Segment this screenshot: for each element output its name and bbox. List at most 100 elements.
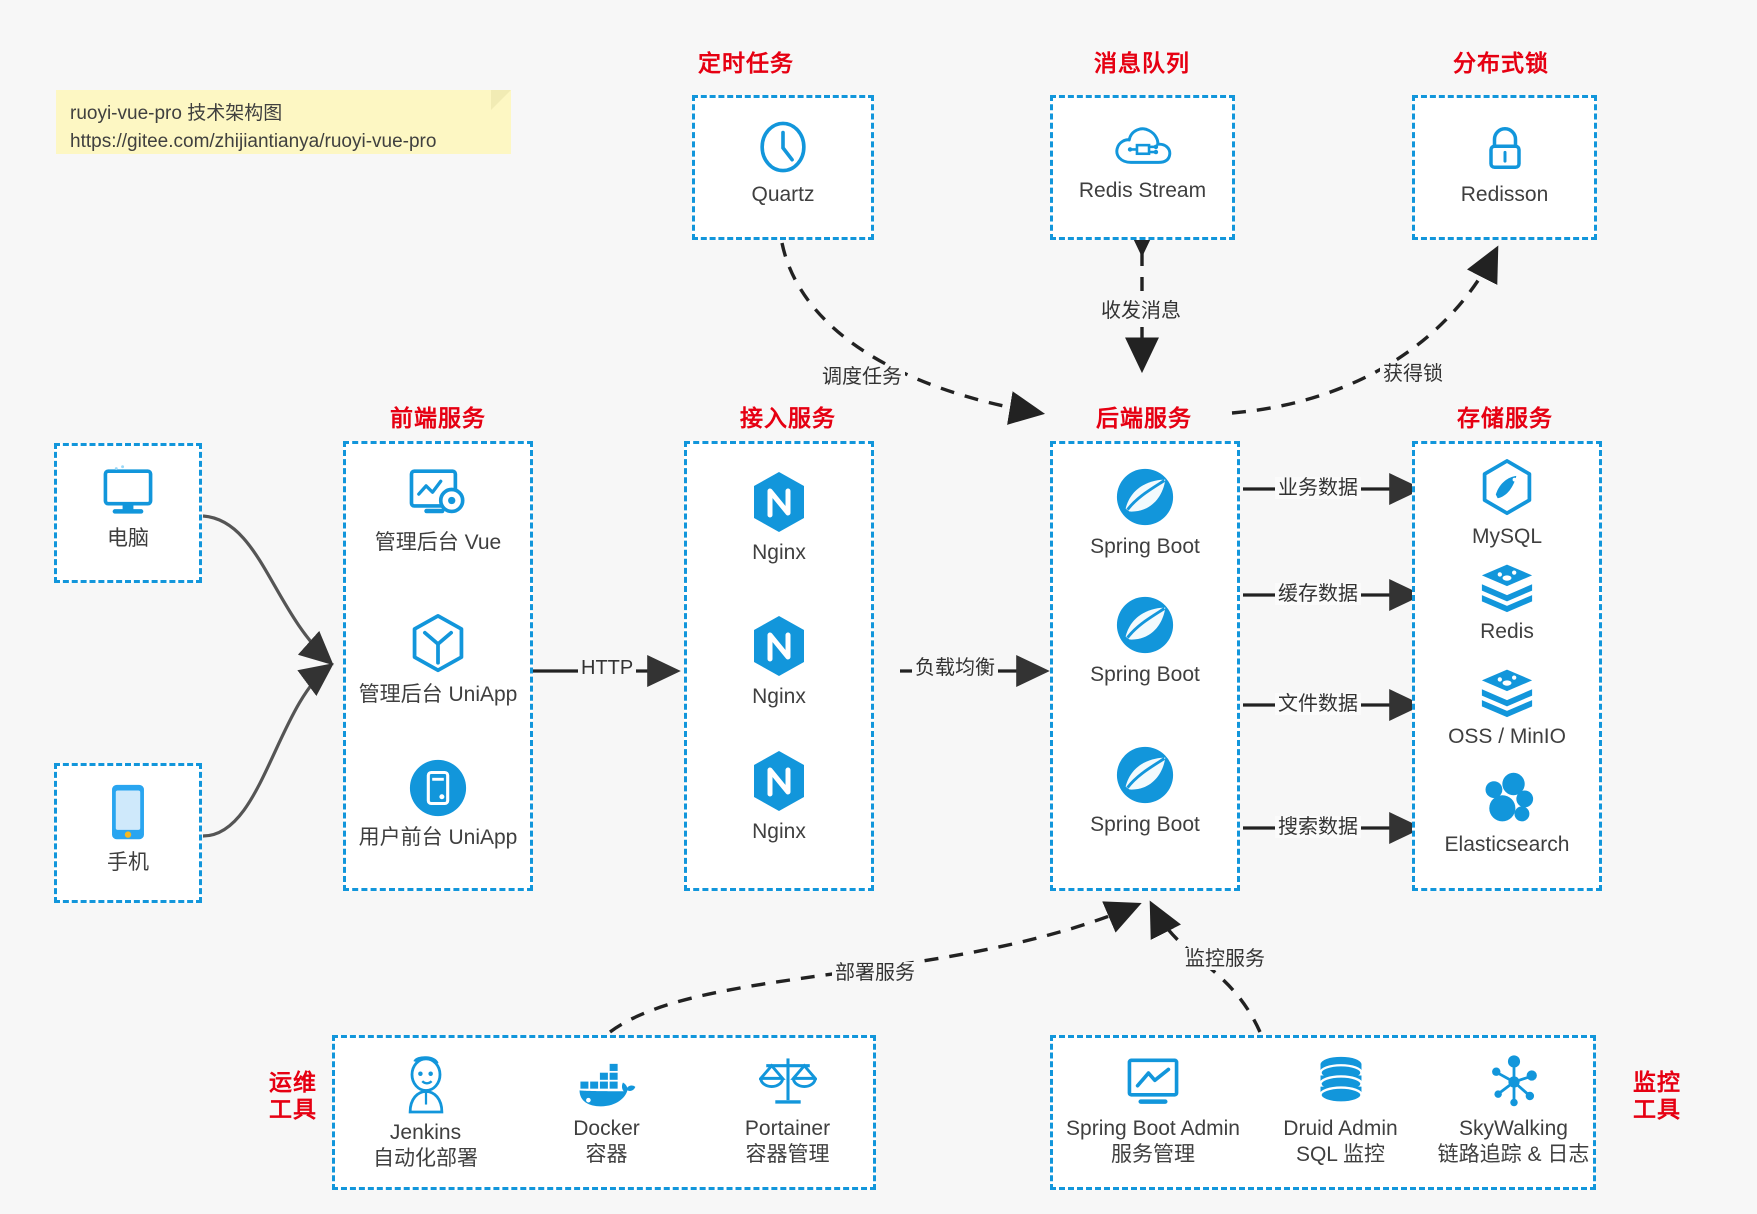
note-fold-corner bbox=[491, 90, 511, 110]
group-title-monitor: 监控 工具 bbox=[1622, 1069, 1692, 1123]
node-label: 手机 bbox=[107, 851, 149, 874]
node-label: Redis bbox=[1480, 620, 1534, 643]
group-box-scheduler: Quartz bbox=[692, 95, 874, 240]
node-spring-boot-3[interactable]: Spring Boot bbox=[1053, 744, 1237, 838]
note-line-1: ruoyi-vue-pro 技术架构图 bbox=[70, 103, 283, 124]
node-oss-minio[interactable]: OSS / MinIO bbox=[1415, 666, 1599, 750]
cloud-stream-icon bbox=[1053, 120, 1232, 172]
node-nginx-2[interactable]: Nginx bbox=[687, 614, 871, 710]
group-title-mq: 消息队列 bbox=[1094, 50, 1190, 76]
group-title-gateway: 接入服务 bbox=[740, 405, 836, 431]
node-redis-stream[interactable]: Redis Stream bbox=[1053, 120, 1232, 204]
node-spring-boot-1[interactable]: Spring Boot bbox=[1053, 466, 1237, 560]
nginx-icon bbox=[687, 614, 871, 678]
nginx-icon bbox=[687, 470, 871, 534]
node-label: Portainer bbox=[744, 1117, 831, 1140]
node-sublabel: 服务管理 bbox=[1111, 1143, 1195, 1167]
spring-boot-icon bbox=[1053, 466, 1237, 528]
node-label: SkyWalking bbox=[1459, 1117, 1568, 1140]
jenkins-icon bbox=[335, 1054, 516, 1114]
node-label: Docker bbox=[573, 1117, 640, 1140]
group-title-monitor-line2: 工具 bbox=[1633, 1096, 1681, 1123]
node-label: Redis Stream bbox=[1078, 179, 1207, 202]
node-spring-boot-2[interactable]: Spring Boot bbox=[1053, 594, 1237, 688]
edge-label-search-data: 搜索数据 bbox=[1275, 816, 1361, 838]
nginx-icon bbox=[687, 749, 871, 813]
group-title-lock: 分布式锁 bbox=[1453, 50, 1549, 76]
clock-icon bbox=[695, 118, 871, 176]
group-box-lock: Redisson bbox=[1412, 95, 1597, 240]
node-user-uniapp[interactable]: 用户前台 UniApp bbox=[346, 757, 530, 851]
node-redisson[interactable]: Redisson bbox=[1415, 120, 1594, 208]
node-label: 用户前台 UniApp bbox=[358, 826, 518, 849]
edge-label-business-data: 业务数据 bbox=[1275, 477, 1361, 499]
desktop-icon bbox=[57, 464, 199, 520]
elasticsearch-icon bbox=[1415, 770, 1599, 826]
group-box-frontend: 管理后台 Vue 管理后台 UniApp bbox=[343, 441, 533, 891]
group-title-frontend: 前端服务 bbox=[390, 405, 486, 431]
group-title-backend: 后端服务 bbox=[1096, 405, 1192, 431]
group-box-client-desktop: 电脑 bbox=[54, 443, 202, 583]
node-sublabel: 容器管理 bbox=[745, 1143, 830, 1167]
node-admin-vue[interactable]: 管理后台 Vue bbox=[346, 466, 530, 556]
group-title-scheduler: 定时任务 bbox=[698, 50, 794, 76]
group-title-devops: 运维 工具 bbox=[258, 1069, 328, 1123]
node-label: 管理后台 UniApp bbox=[358, 683, 518, 706]
redis-icon bbox=[1415, 561, 1599, 613]
group-box-monitor: Spring Boot Admin 服务管理 Druid Admin SQL 监… bbox=[1050, 1035, 1596, 1190]
database-icon bbox=[1253, 1054, 1428, 1110]
group-box-devops: Jenkins 自动化部署 Docker 容器 bbox=[332, 1035, 876, 1190]
spring-boot-icon bbox=[1053, 744, 1237, 806]
node-sublabel: 容器 bbox=[585, 1143, 628, 1167]
edge-label-deploy-service: 部署服务 bbox=[832, 962, 918, 984]
skywalking-icon bbox=[1428, 1054, 1599, 1110]
node-mobile[interactable]: 手机 bbox=[57, 782, 199, 876]
node-label: Redisson bbox=[1460, 183, 1549, 206]
group-title-storage: 存储服务 bbox=[1457, 405, 1553, 431]
note-line-2: https://gitee.com/zhijiantianya/ruoyi-vu… bbox=[70, 130, 437, 152]
node-label: Nginx bbox=[752, 685, 806, 708]
node-jenkins[interactable]: Jenkins 自动化部署 bbox=[335, 1054, 516, 1173]
node-quartz[interactable]: Quartz bbox=[695, 118, 871, 208]
node-label: Spring Boot bbox=[1090, 813, 1200, 836]
oss-icon bbox=[1415, 666, 1599, 718]
node-spring-boot-admin[interactable]: Spring Boot Admin 服务管理 bbox=[1053, 1056, 1253, 1169]
cube-icon bbox=[346, 612, 530, 676]
group-title-monitor-line1: 监控 bbox=[1633, 1069, 1681, 1095]
edge-label-file-data: 文件数据 bbox=[1275, 693, 1361, 715]
architecture-note: ruoyi-vue-pro 技术架构图 https://gitee.com/zh… bbox=[56, 90, 511, 154]
node-label: Nginx bbox=[752, 820, 806, 843]
node-nginx-3[interactable]: Nginx bbox=[687, 749, 871, 845]
node-admin-uniapp[interactable]: 管理后台 UniApp bbox=[346, 612, 530, 708]
node-label: Spring Boot bbox=[1090, 535, 1200, 558]
node-nginx-1[interactable]: Nginx bbox=[687, 470, 871, 566]
group-box-client-mobile: 手机 bbox=[54, 763, 202, 903]
node-skywalking[interactable]: SkyWalking 链路追踪 & 日志 bbox=[1428, 1054, 1599, 1169]
group-box-backend: Spring Boot Spring Boot Spring Boot bbox=[1050, 441, 1240, 891]
node-label: Nginx bbox=[752, 541, 806, 564]
docker-icon bbox=[516, 1062, 697, 1110]
group-box-storage: MySQL Redis bbox=[1412, 441, 1602, 891]
mobile-icon bbox=[57, 782, 199, 844]
dashboard-gear-icon bbox=[346, 466, 530, 524]
monitor-chart-icon bbox=[1053, 1056, 1253, 1110]
node-druid-admin[interactable]: Druid Admin SQL 监控 bbox=[1253, 1054, 1428, 1169]
node-sublabel: 自动化部署 bbox=[373, 1147, 478, 1171]
edge-label-send-receive-message: 收发消息 bbox=[1098, 300, 1184, 322]
node-portainer[interactable]: Portainer 容器管理 bbox=[697, 1054, 878, 1169]
node-desktop[interactable]: 电脑 bbox=[57, 464, 199, 552]
group-box-mq: Redis Stream bbox=[1050, 95, 1235, 240]
app-circle-icon bbox=[346, 757, 530, 819]
group-title-devops-line1: 运维 bbox=[269, 1069, 317, 1095]
edge-label-cache-data: 缓存数据 bbox=[1275, 583, 1361, 605]
node-sublabel: SQL 监控 bbox=[1295, 1143, 1386, 1167]
node-elasticsearch[interactable]: Elasticsearch bbox=[1415, 770, 1599, 858]
edge-label-http: HTTP bbox=[578, 657, 637, 679]
node-label: Quartz bbox=[751, 183, 815, 206]
node-docker[interactable]: Docker 容器 bbox=[516, 1062, 697, 1169]
node-mysql[interactable]: MySQL bbox=[1415, 458, 1599, 550]
edge-label-acquire-lock: 获得锁 bbox=[1380, 363, 1446, 385]
node-label: Jenkins bbox=[389, 1121, 462, 1144]
node-redis[interactable]: Redis bbox=[1415, 561, 1599, 645]
